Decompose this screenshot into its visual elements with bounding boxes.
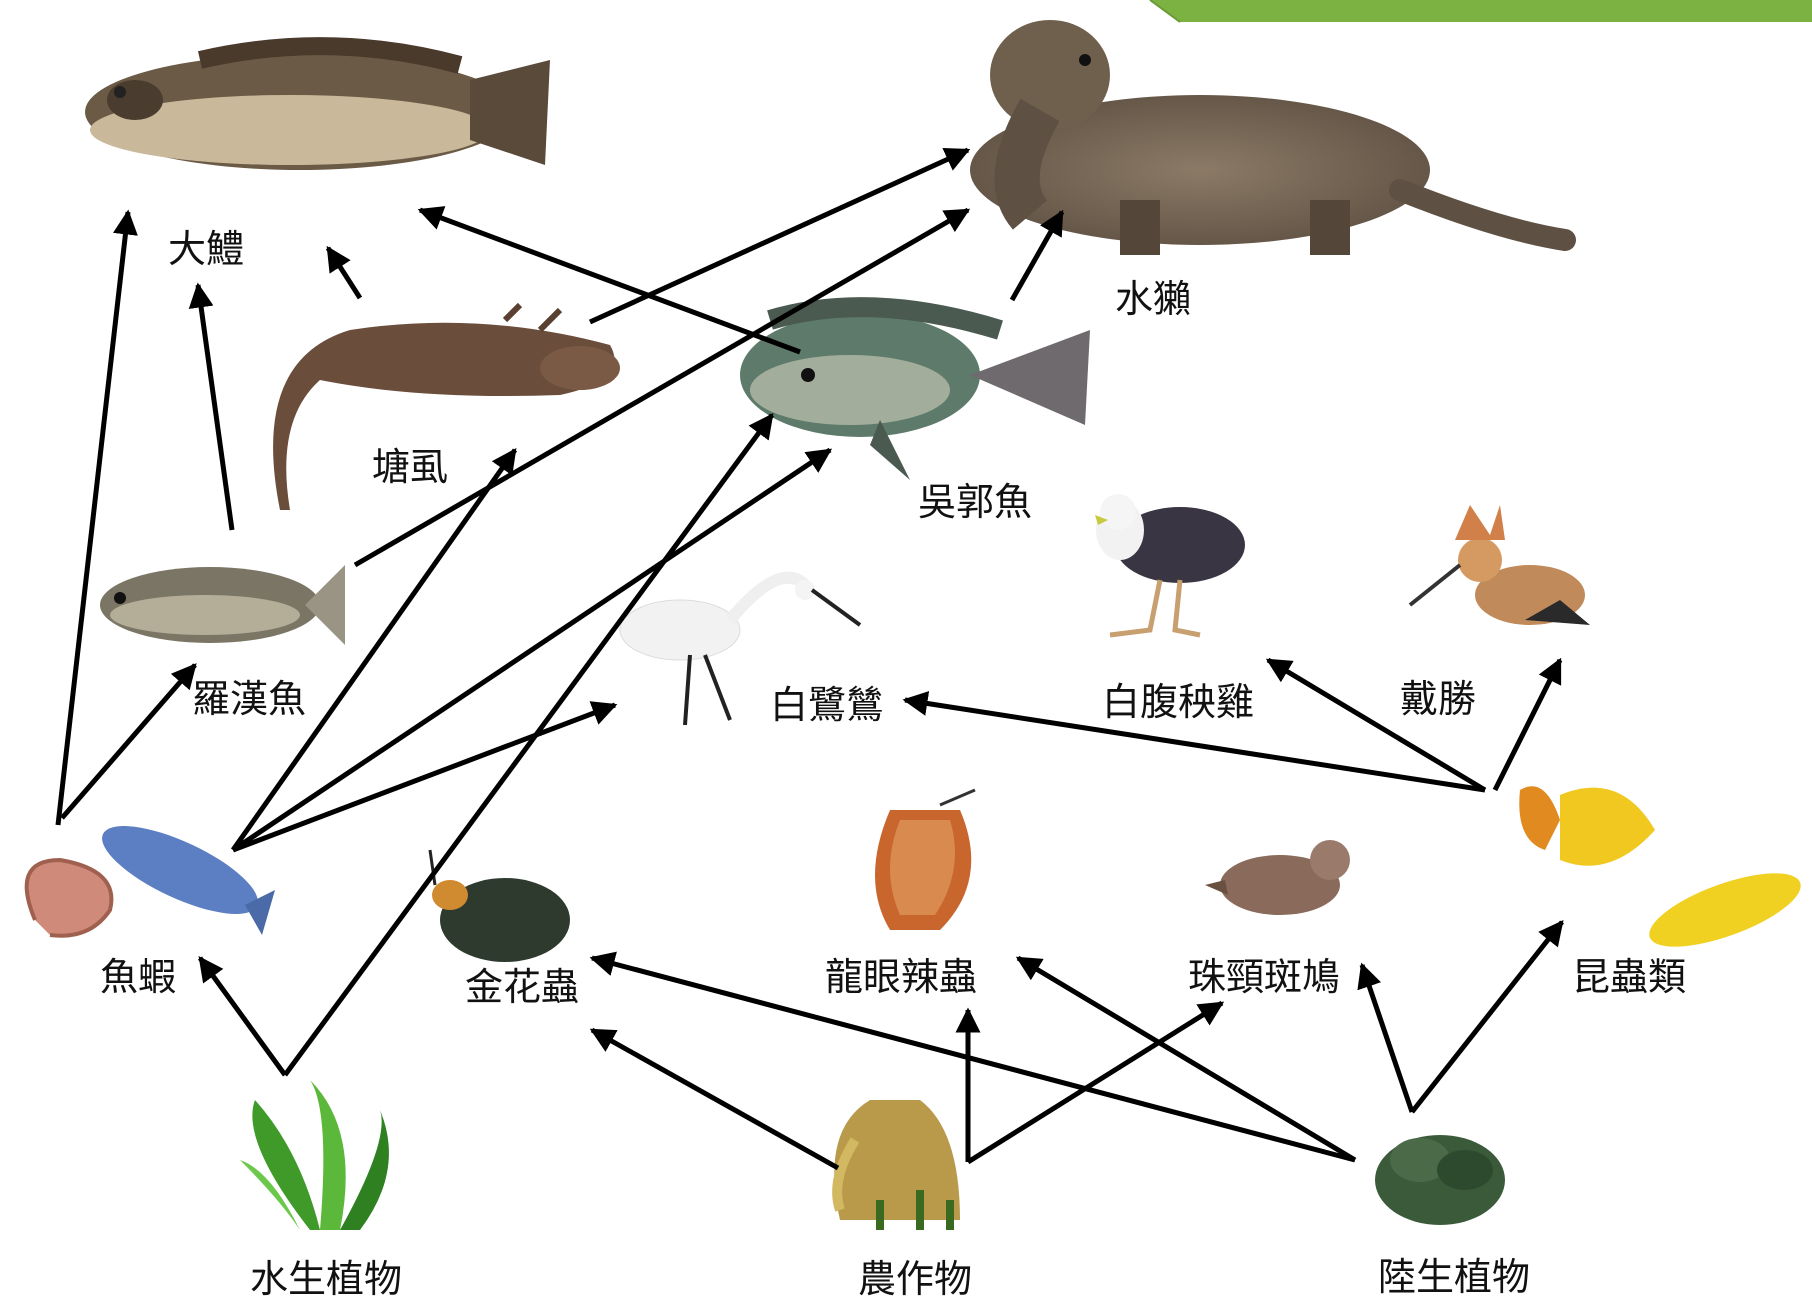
arrow-fishshrimp-barb	[62, 665, 195, 818]
insects-image	[1519, 786, 1809, 962]
barb-image	[100, 565, 345, 645]
arrow-landplants-insects	[1412, 922, 1562, 1112]
label-beetle: 金花蟲	[465, 965, 579, 1009]
arrow-barb-snakehead	[198, 285, 232, 530]
label-aquatic-plants: 水生植物	[250, 1257, 402, 1301]
fish-shrimp-image	[27, 809, 275, 936]
snakehead-image	[85, 46, 550, 170]
label-egret: 白鷺鷥	[770, 683, 884, 727]
land-plants-image	[1375, 1135, 1505, 1225]
label-catfish: 塘虱	[372, 445, 448, 489]
arrow-fishshrimp-egret	[233, 705, 615, 850]
dove-image	[1205, 840, 1350, 915]
hoopoe-image	[1410, 505, 1590, 625]
stinkbug-image	[875, 790, 975, 930]
title-tab-decoration	[1150, 0, 1812, 22]
crops-image	[834, 1100, 960, 1230]
arrow-insects-hoopoe	[1495, 660, 1560, 790]
label-insects: 昆蟲類	[1572, 955, 1686, 999]
arrow-fishshrimp-tilapia	[233, 450, 830, 850]
arrows	[58, 150, 1562, 1168]
moorhen-image	[1095, 494, 1245, 635]
label-barb: 羅漢魚	[192, 677, 306, 721]
arrow-tilapia-otter	[1012, 212, 1062, 300]
arrow-fishshrimp-catfish	[233, 450, 515, 850]
label-dove: 珠頸斑鳩	[1188, 955, 1340, 999]
arrow-fishshrimp-snakehead	[58, 212, 128, 825]
label-fish-shrimp: 魚蝦	[100, 955, 176, 999]
arrow-aquaticplants-fishshrimp	[200, 958, 285, 1075]
arrow-catfish-snakehead	[328, 248, 360, 298]
label-land-plants: 陸生植物	[1378, 1255, 1530, 1299]
label-otter: 水獺	[1115, 277, 1191, 321]
label-moorhen: 白腹秧雞	[1102, 680, 1254, 724]
beetle-image	[430, 850, 570, 962]
arrow-catfish-otter	[590, 150, 968, 322]
label-hoopoe: 戴勝	[1400, 677, 1476, 721]
arrow-crops-dove	[968, 1003, 1222, 1162]
arrow-landplants-dove	[1362, 965, 1412, 1112]
label-tilapia: 吳郭魚	[918, 480, 1032, 524]
aquatic-plants-image	[240, 1080, 389, 1230]
label-snakehead: 大鱧	[168, 227, 244, 271]
arrow-crops-beetle	[592, 1030, 838, 1168]
label-crops: 農作物	[858, 1257, 972, 1301]
tilapia-image	[740, 307, 1090, 480]
label-stinkbug: 龍眼辣蟲	[825, 955, 977, 999]
